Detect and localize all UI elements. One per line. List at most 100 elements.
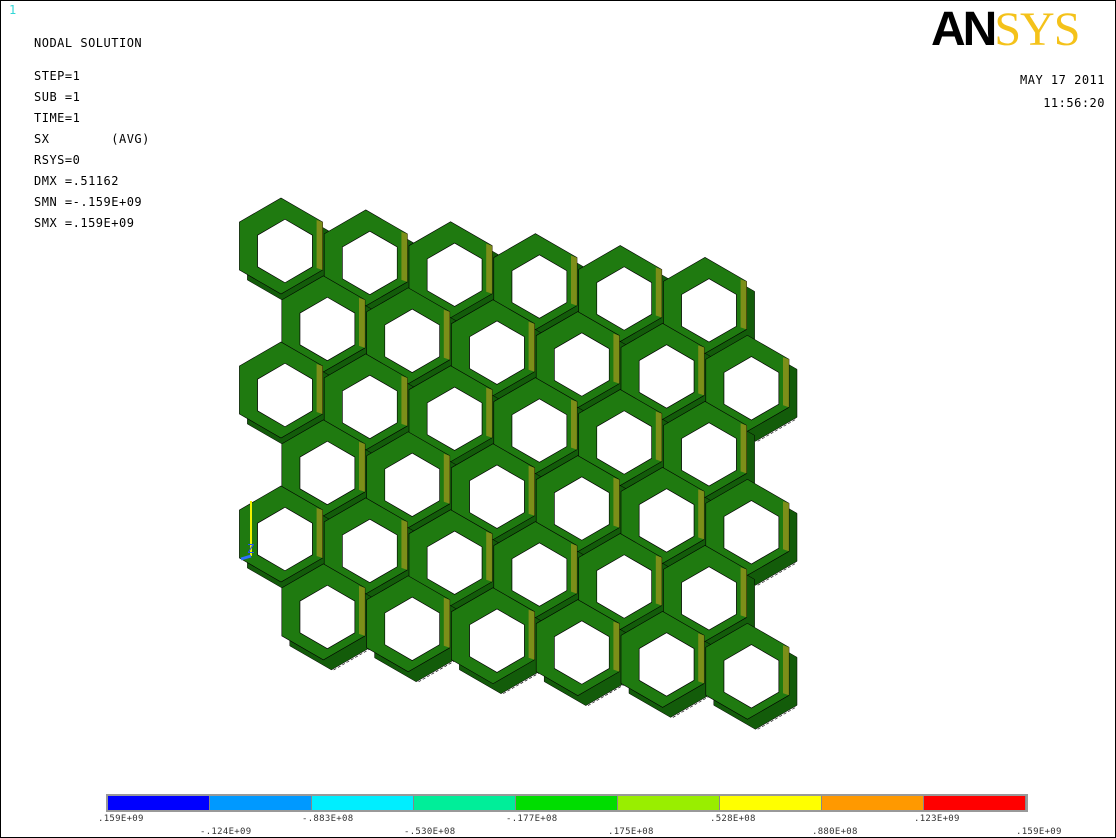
info-line: SUB =1 [34,90,81,104]
stress-accent [655,555,662,606]
cell-opening [299,584,356,649]
cell-opening [257,506,313,572]
cell-opening [342,230,398,295]
contour-legend-bar [106,794,1028,812]
info-line: SX (AVG) [34,132,150,146]
info-line: TIME=1 [34,111,81,125]
info-line: SMX =.159E+09 [34,216,135,230]
stress-accent [655,267,662,318]
cell-opening [384,452,440,517]
cell-opening [723,644,780,709]
stress-accent [698,345,705,396]
info-line: STEP=1 [34,69,81,83]
ansys-logo: ANSYS [931,6,1080,54]
cell-opening [469,464,525,529]
cell-opening [384,596,440,661]
stress-accent [359,441,365,492]
stress-accent [613,333,620,384]
stress-accent [528,465,535,516]
info-line: DMX =.51162 [34,174,119,188]
legend-label: .159E+09 [1016,827,1062,837]
stress-accent [571,543,577,594]
cell-opening [681,566,737,631]
logo-sys: SYS [994,3,1080,56]
stress-accent [486,243,493,294]
legend-label: -.177E+08 [506,814,558,824]
cell-opening [426,530,483,595]
cell-opening [426,386,483,451]
stress-accent [655,411,662,462]
stress-accent [316,220,323,270]
plot-title: NODAL SOLUTION [34,36,143,50]
cell-opening [511,542,568,607]
legend-label: -.883E+08 [302,814,354,824]
cell-opening [554,332,610,397]
stress-accent [359,297,365,348]
legend-band [618,796,720,810]
stress-accent [571,399,577,450]
cell-opening [723,500,780,565]
stress-accent [401,519,408,570]
info-line: SMN =-.159E+09 [34,195,143,209]
stress-accent [401,375,408,426]
stress-accent [698,489,705,540]
legend-label: .159E+09 [98,814,144,824]
legend-label: .175E+08 [608,827,654,837]
legend-band [108,796,210,810]
legend-band [210,796,312,810]
stress-accent [443,453,450,504]
stress-accent [698,633,705,684]
legend-label: .528E+08 [710,814,756,824]
time-stamp: 11:56:20 [1043,96,1105,110]
cell-opening [723,356,780,421]
legend-band [516,796,618,810]
cell-opening [596,554,652,619]
cell-opening [596,266,652,331]
stress-accent [783,501,789,552]
legend-label: -.124E+09 [200,827,252,837]
stress-accent [613,621,620,672]
stress-accent [783,357,789,408]
cell-opening [596,410,652,475]
cell-opening [257,362,313,428]
cell-opening [681,422,737,487]
stress-accent [613,477,620,528]
cell-opening [638,344,695,409]
cell-opening [469,608,525,673]
cell-opening [342,518,398,583]
legend-band [822,796,924,810]
triad-axis-x [240,554,252,561]
stress-accent [783,645,789,696]
legend-label: .123E+09 [914,814,960,824]
window-number: 1 [9,3,17,17]
stress-accent [740,567,747,618]
legend-band [720,796,822,810]
info-line: RSYS=0 [34,153,81,167]
cell-opening [638,632,695,697]
cell-opening [638,488,695,553]
legend-label: .880E+08 [812,827,858,837]
stress-accent [316,508,323,558]
cell-opening [511,398,568,463]
stress-accent [316,364,323,414]
cell-opening [681,278,737,343]
cell-opening [342,374,398,439]
cell-opening [554,620,610,685]
triad-label: Z [247,542,254,556]
stress-accent [740,279,747,330]
cell-opening [511,254,568,319]
legend-band [924,796,1026,810]
cell-opening [257,218,313,284]
cell-opening [426,242,483,307]
stress-accent [528,321,535,372]
cell-opening [384,308,440,373]
stress-accent [740,423,747,474]
stress-accent [359,585,365,636]
legend-band [414,796,516,810]
cell-opening [554,476,610,541]
cell-opening [469,320,525,385]
stress-accent [486,531,493,582]
legend-band [312,796,414,810]
